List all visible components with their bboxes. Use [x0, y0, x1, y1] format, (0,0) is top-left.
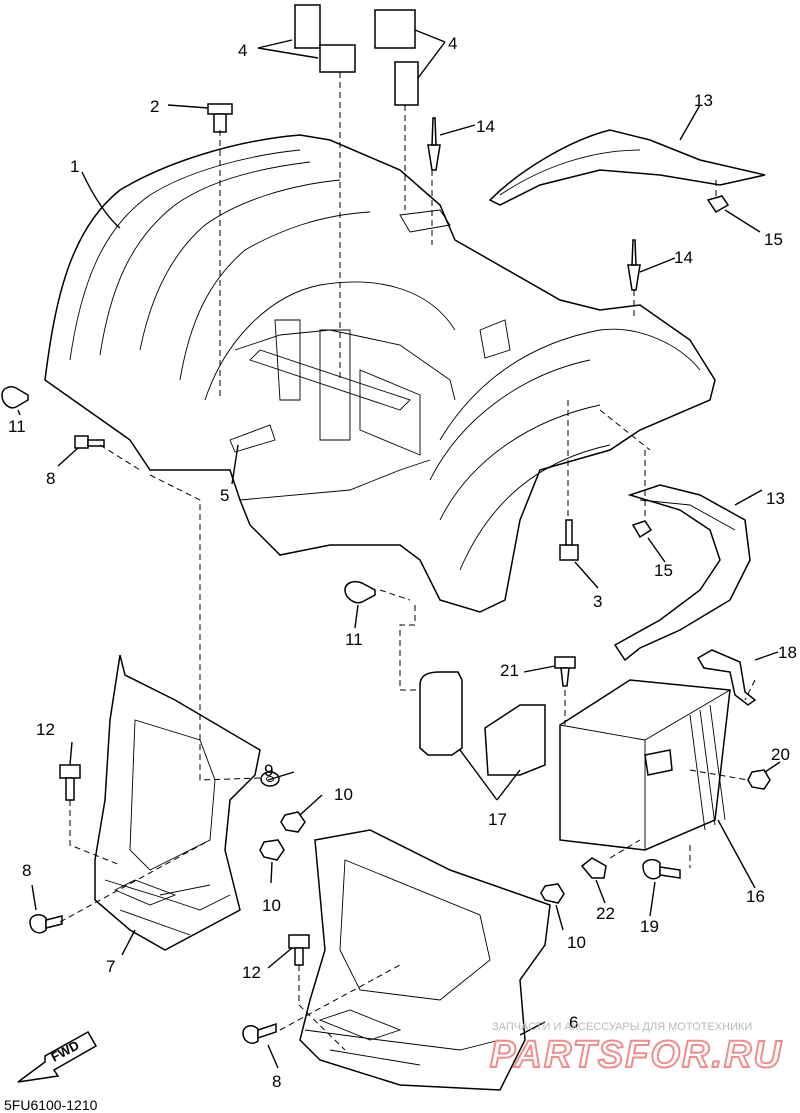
- callout-21: 21: [500, 661, 519, 680]
- bolt-12-right: [288, 934, 310, 966]
- rivet-11-left: [1, 386, 29, 409]
- pads-4: [294, 4, 419, 106]
- pads-17: [419, 671, 546, 776]
- callout-14-lower: 14: [674, 248, 693, 267]
- callout-4-left: 4: [238, 41, 247, 60]
- callout-8-upper: 8: [46, 469, 55, 488]
- callout-labels: 1 2 3 4 4 5 6 7 8 8 8 9 10 10 10 11 11 1…: [8, 34, 797, 1091]
- bolt-12-left: [59, 764, 81, 801]
- assembly-lines: [59, 72, 756, 1051]
- watermark-brand: PARTSFOR.RU: [490, 1034, 783, 1076]
- callout-19: 19: [640, 917, 659, 936]
- callout-16: 16: [746, 887, 765, 906]
- callout-4-right: 4: [448, 34, 457, 53]
- bracket-18: [696, 649, 757, 706]
- callout-5: 5: [220, 486, 229, 505]
- nut-15-lower: [631, 520, 653, 539]
- footrest-right: [299, 829, 551, 1091]
- rivet-11-center: [344, 580, 376, 604]
- callout-15-upper: 15: [764, 230, 783, 249]
- rear-fender: [44, 134, 716, 613]
- mud-flap-lower: [613, 484, 751, 662]
- callout-9: 9: [264, 761, 273, 780]
- callout-22: 22: [596, 904, 615, 923]
- footrest-left: [94, 654, 261, 951]
- nut-10-c: [540, 883, 565, 904]
- nut-10-b: [259, 839, 285, 861]
- callout-11-left: 11: [8, 417, 26, 436]
- nut-10-a: [280, 811, 306, 833]
- mud-flap-upper: [488, 129, 766, 206]
- leader-lines: [17, 29, 781, 1069]
- drawing-code: 5FU6100-1210: [4, 1097, 98, 1113]
- callout-7: 7: [106, 957, 115, 976]
- bolt-8-lower: [242, 1022, 277, 1044]
- callout-11-center: 11: [345, 630, 363, 649]
- pin-14-upper: [427, 117, 441, 171]
- bolt-8-upper: [74, 435, 105, 449]
- callout-12-left: 12: [36, 720, 55, 739]
- bolt-2: [207, 103, 233, 133]
- callout-8-lower: 8: [272, 1072, 281, 1091]
- callout-3: 3: [593, 592, 602, 611]
- callout-15-lower: 15: [654, 561, 673, 580]
- callout-17: 17: [488, 810, 507, 829]
- callout-20: 20: [771, 745, 790, 764]
- callout-10-c: 10: [567, 933, 586, 952]
- bolt-19: [642, 858, 681, 880]
- tool-box: [559, 679, 731, 851]
- clip-22: [580, 857, 607, 879]
- callout-13-upper: 13: [694, 91, 713, 110]
- callout-12-right: 12: [242, 963, 261, 982]
- callout-2: 2: [150, 97, 159, 116]
- callout-13-lower: 13: [766, 489, 785, 508]
- bolt-3: [559, 519, 579, 561]
- callout-1: 1: [70, 157, 79, 176]
- watermark: ЗАПЧАСТИ И АКСЕССУАРЫ ДЛЯ МОТОТЕХНИКИ PA…: [489, 1021, 783, 1077]
- watermark-tagline: ЗАПЧАСТИ И АКСЕССУАРЫ ДЛЯ МОТОТЕХНИКИ: [492, 1021, 752, 1033]
- callout-10-a: 10: [334, 785, 353, 804]
- pin-14-lower: [627, 239, 641, 291]
- callout-18: 18: [778, 643, 797, 662]
- callout-10-b: 10: [262, 896, 281, 915]
- bolt-8-left: [29, 914, 63, 934]
- nut-20: [747, 769, 771, 790]
- callout-8-left: 8: [22, 861, 31, 880]
- fwd-arrow: FWD: [17, 1030, 98, 1083]
- rivet-21: [554, 656, 576, 687]
- nut-15-upper: [706, 195, 730, 214]
- callout-14-upper: 14: [476, 117, 495, 136]
- callout-6: 6: [569, 1013, 578, 1032]
